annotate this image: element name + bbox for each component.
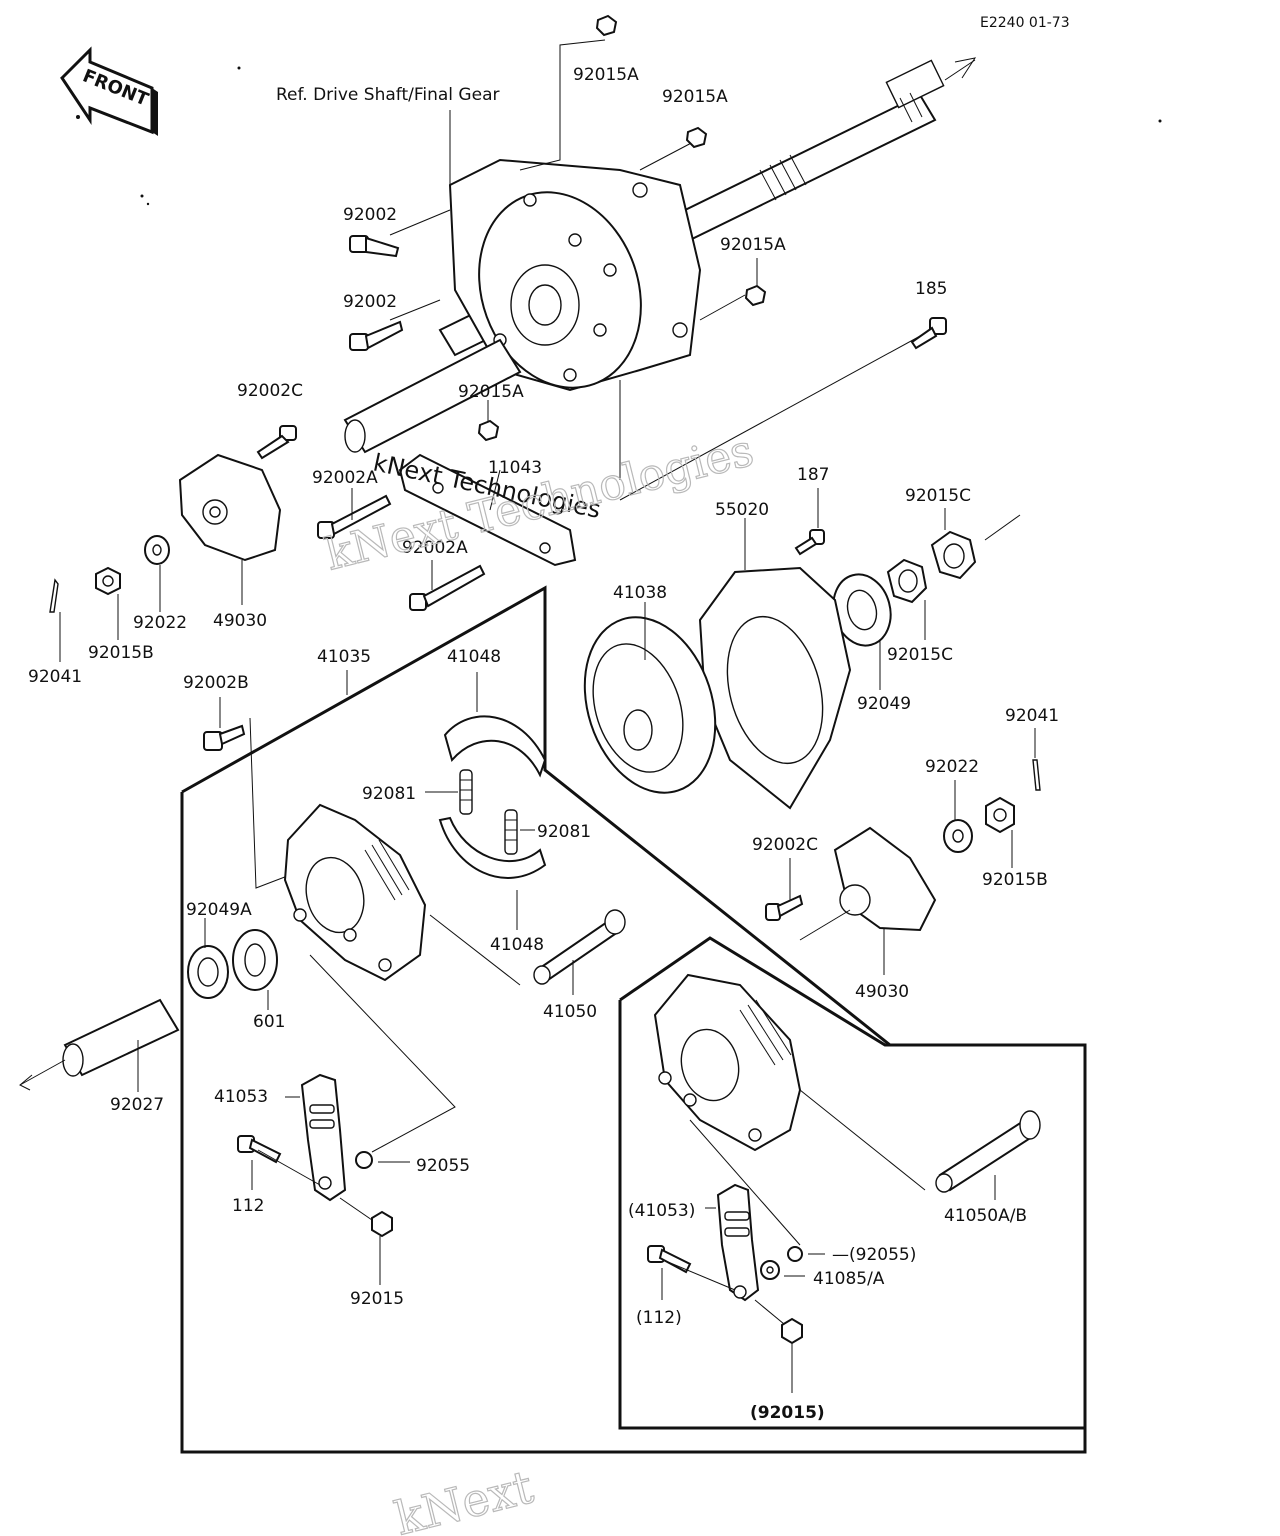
part-labels: 92015A 92015A 92015A 92015A 92002 92002 … (28, 65, 1059, 1423)
collar-92027 (19, 998, 180, 1092)
seal-92049-icon (832, 573, 892, 690)
spring-92081-icon (425, 769, 535, 855)
part-label: 92015A (720, 235, 786, 255)
bolt-187-icon (794, 488, 825, 556)
brake-drum-41038 (583, 602, 717, 794)
hub-cover-49030-left (178, 453, 282, 605)
backplate-41035 (283, 803, 427, 982)
bolt-92002b-icon (203, 697, 291, 889)
bolt-185-icon (910, 317, 947, 350)
pin-92041-left (49, 578, 61, 662)
washer-41085a-icon (760, 1260, 805, 1280)
part-label: 92049 (857, 694, 911, 714)
bolt-112-alt-icon (647, 1245, 736, 1300)
part-label: 92015C (905, 486, 971, 506)
part-label: 92015A (662, 87, 728, 107)
part-label: 41035 (317, 647, 371, 667)
part-label: 11043 (488, 458, 542, 478)
part-label: 92015B (88, 643, 154, 663)
brake-arm-41053-alt (689, 1119, 801, 1302)
nut-92015b-right (985, 796, 1015, 868)
part-label: 92041 (1005, 706, 1059, 726)
nut-92015a-icon (477, 14, 767, 442)
part-label: 41048 (447, 647, 501, 667)
brake-panel-55020 (698, 518, 852, 810)
washer-92022-left (144, 535, 170, 612)
part-label: 92081 (362, 784, 416, 804)
bolt-92002c-right (765, 858, 804, 921)
part-label: 601 (253, 1012, 285, 1032)
bolt-92002c-icon (256, 425, 297, 460)
part-label: 41048 (490, 935, 544, 955)
part-label: 49030 (213, 611, 267, 631)
part-label: 92002C (237, 381, 303, 401)
leader-lines-top (389, 39, 923, 501)
part-label: 49030 (855, 982, 909, 1002)
part-label: 92002A (402, 538, 468, 558)
nut-92015b-left (95, 566, 121, 640)
bracket-11043 (398, 453, 577, 567)
part-label: 41050A/B (944, 1206, 1027, 1226)
part-label: 92002 (343, 205, 397, 225)
part-label: 185 (915, 279, 947, 299)
bearing-601-icon (232, 929, 278, 1010)
part-label: 55020 (715, 500, 769, 520)
part-label: 41053 (214, 1087, 268, 1107)
final-gear-case (343, 57, 977, 454)
part-label: 187 (797, 465, 829, 485)
part-label: 92041 (28, 667, 82, 687)
part-label: 112 (232, 1196, 264, 1216)
bolt-112-icon (237, 1135, 321, 1190)
watermark-text: kNext (390, 1459, 539, 1536)
part-label: (41053) (628, 1201, 695, 1221)
part-label: 92002 (343, 292, 397, 312)
drawing-code: E2240 01-73 (980, 15, 1070, 31)
part-label: 92015A (458, 382, 524, 402)
part-label: 92015 (350, 1289, 404, 1309)
part-label: (112) (636, 1308, 682, 1328)
reference-note: Ref. Drive Shaft/Final Gear (276, 85, 499, 105)
brake-arm-41053 (285, 1073, 347, 1202)
part-label: 92015A (573, 65, 639, 85)
front-arrow-icon: FRONT (60, 46, 158, 136)
part-label: 92081 (537, 822, 591, 842)
part-label: 92022 (133, 613, 187, 633)
nut-92015-icon (339, 1197, 393, 1285)
part-label: 92022 (925, 757, 979, 777)
part-label: 92055 (416, 1156, 470, 1176)
part-label: 92002B (183, 673, 249, 693)
part-label: 41050 (543, 1002, 597, 1022)
pin-92041-right (1032, 728, 1041, 791)
part-label: 92015B (982, 870, 1048, 890)
backplate-alt (653, 973, 802, 1152)
nut-92015-alt-icon (754, 1299, 803, 1393)
part-label: 92002A (312, 468, 378, 488)
part-label: 92015C (887, 645, 953, 665)
part-label: —(92055) (832, 1245, 916, 1265)
oring-92055-icon (309, 954, 456, 1169)
part-label: (92015) (750, 1403, 825, 1423)
shaft-splines-icon (759, 92, 923, 201)
washer-92022-right (943, 780, 973, 853)
seal-92049a-icon (187, 918, 229, 999)
bolt-92002a-icon (317, 488, 486, 611)
nut-92015c-icon (886, 508, 1021, 640)
part-label: 92049A (186, 900, 252, 920)
part-label: 41038 (613, 583, 667, 603)
cam-41050ab (799, 1089, 1041, 1200)
hub-cover-49030-right (799, 826, 937, 975)
frame-alternate (618, 936, 1087, 1430)
bolt-92002-icon (349, 235, 404, 351)
part-label: 41085/A (813, 1269, 885, 1289)
cam-41050 (429, 909, 626, 995)
stray-marks (76, 66, 1162, 206)
brake-shoe-41048-lower (438, 816, 547, 930)
oring-92055-alt-icon (787, 1246, 825, 1262)
part-label: 92002C (752, 835, 818, 855)
part-label: 92027 (110, 1095, 164, 1115)
brake-shoe-41048-upper (443, 672, 547, 778)
